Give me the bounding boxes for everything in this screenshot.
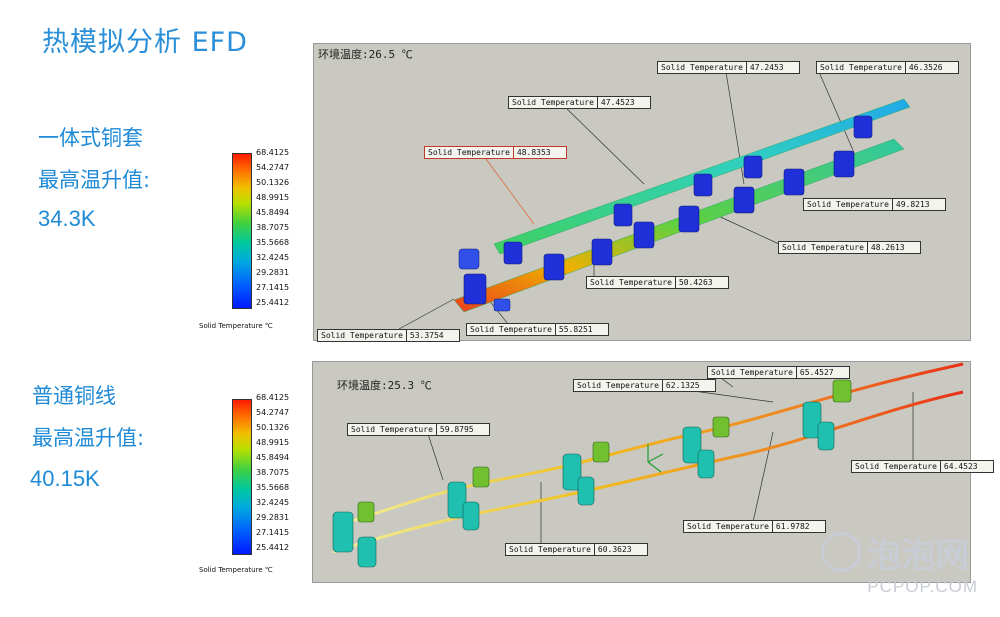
legend-tick: 48.9915 bbox=[256, 193, 290, 202]
lower-label-type: 普通铜线 bbox=[32, 384, 116, 408]
legend-tick: 25.4412 bbox=[256, 543, 290, 552]
upper-label-type: 一体式铜套 bbox=[38, 126, 143, 150]
lower-ambient-temperature: 环境温度:25.3 ℃ bbox=[337, 379, 432, 392]
lower-cable-model-graphic bbox=[332, 362, 964, 568]
legend-tick: 68.4125 bbox=[256, 148, 290, 157]
legend-tick: 29.2831 bbox=[256, 268, 290, 277]
upper-temperature-legend-bar bbox=[232, 153, 252, 309]
watermark: 泡泡网 PCPOP.COM bbox=[821, 528, 978, 597]
legend-tick: 27.1415 bbox=[256, 528, 290, 537]
legend-tick: 27.1415 bbox=[256, 283, 290, 292]
legend-tick: 38.7075 bbox=[256, 468, 290, 477]
lower-legend-caption: Solid Temperature ℃ bbox=[199, 566, 273, 574]
legend-tick: 32.4245 bbox=[256, 253, 290, 262]
legend-tick: 54.2747 bbox=[256, 163, 290, 172]
watermark-main: 泡泡网 bbox=[867, 536, 970, 576]
upper-legend-ticks: 68.4125 54.2747 50.1326 48.9915 45.8494 … bbox=[256, 148, 306, 308]
legend-tick: 45.8494 bbox=[256, 208, 290, 217]
upper-busbar-model-graphic bbox=[398, 71, 911, 330]
lower-simulation-view: 环境温度:25.3 ℃ bbox=[312, 361, 994, 583]
power-logo-icon bbox=[821, 532, 862, 572]
legend-tick: 50.1326 bbox=[256, 423, 290, 432]
legend-tick: 38.7075 bbox=[256, 223, 290, 232]
page-title: 热模拟分析 EFD bbox=[42, 27, 248, 58]
watermark-sub: PCPOP.COM bbox=[867, 577, 978, 596]
lower-max-rise-value: 40.15K bbox=[30, 466, 100, 491]
legend-tick: 32.4245 bbox=[256, 498, 290, 507]
upper-simulation-view: 环境温度:26.5 ℃ bbox=[313, 43, 971, 342]
legend-tick: 35.5668 bbox=[256, 238, 290, 247]
upper-label-max-rise: 最高温升值: bbox=[38, 168, 151, 192]
legend-tick: 45.8494 bbox=[256, 453, 290, 462]
lower-legend-ticks: 68.4125 54.2747 50.1326 48.9915 45.8494 … bbox=[256, 393, 306, 553]
lower-label-max-rise: 最高温升值: bbox=[32, 426, 145, 450]
lower-temperature-legend-bar bbox=[232, 399, 252, 555]
upper-ambient-temperature: 环境温度:26.5 ℃ bbox=[318, 48, 413, 61]
legend-tick: 25.4412 bbox=[256, 298, 290, 307]
legend-tick: 29.2831 bbox=[256, 513, 290, 522]
legend-tick: 54.2747 bbox=[256, 408, 290, 417]
upper-max-rise-value: 34.3K bbox=[38, 206, 96, 231]
legend-tick: 35.5668 bbox=[256, 483, 290, 492]
legend-tick: 48.9915 bbox=[256, 438, 290, 447]
legend-tick: 50.1326 bbox=[256, 178, 290, 187]
legend-tick: 68.4125 bbox=[256, 393, 290, 402]
upper-legend-caption: Solid Temperature ℃ bbox=[199, 322, 273, 330]
